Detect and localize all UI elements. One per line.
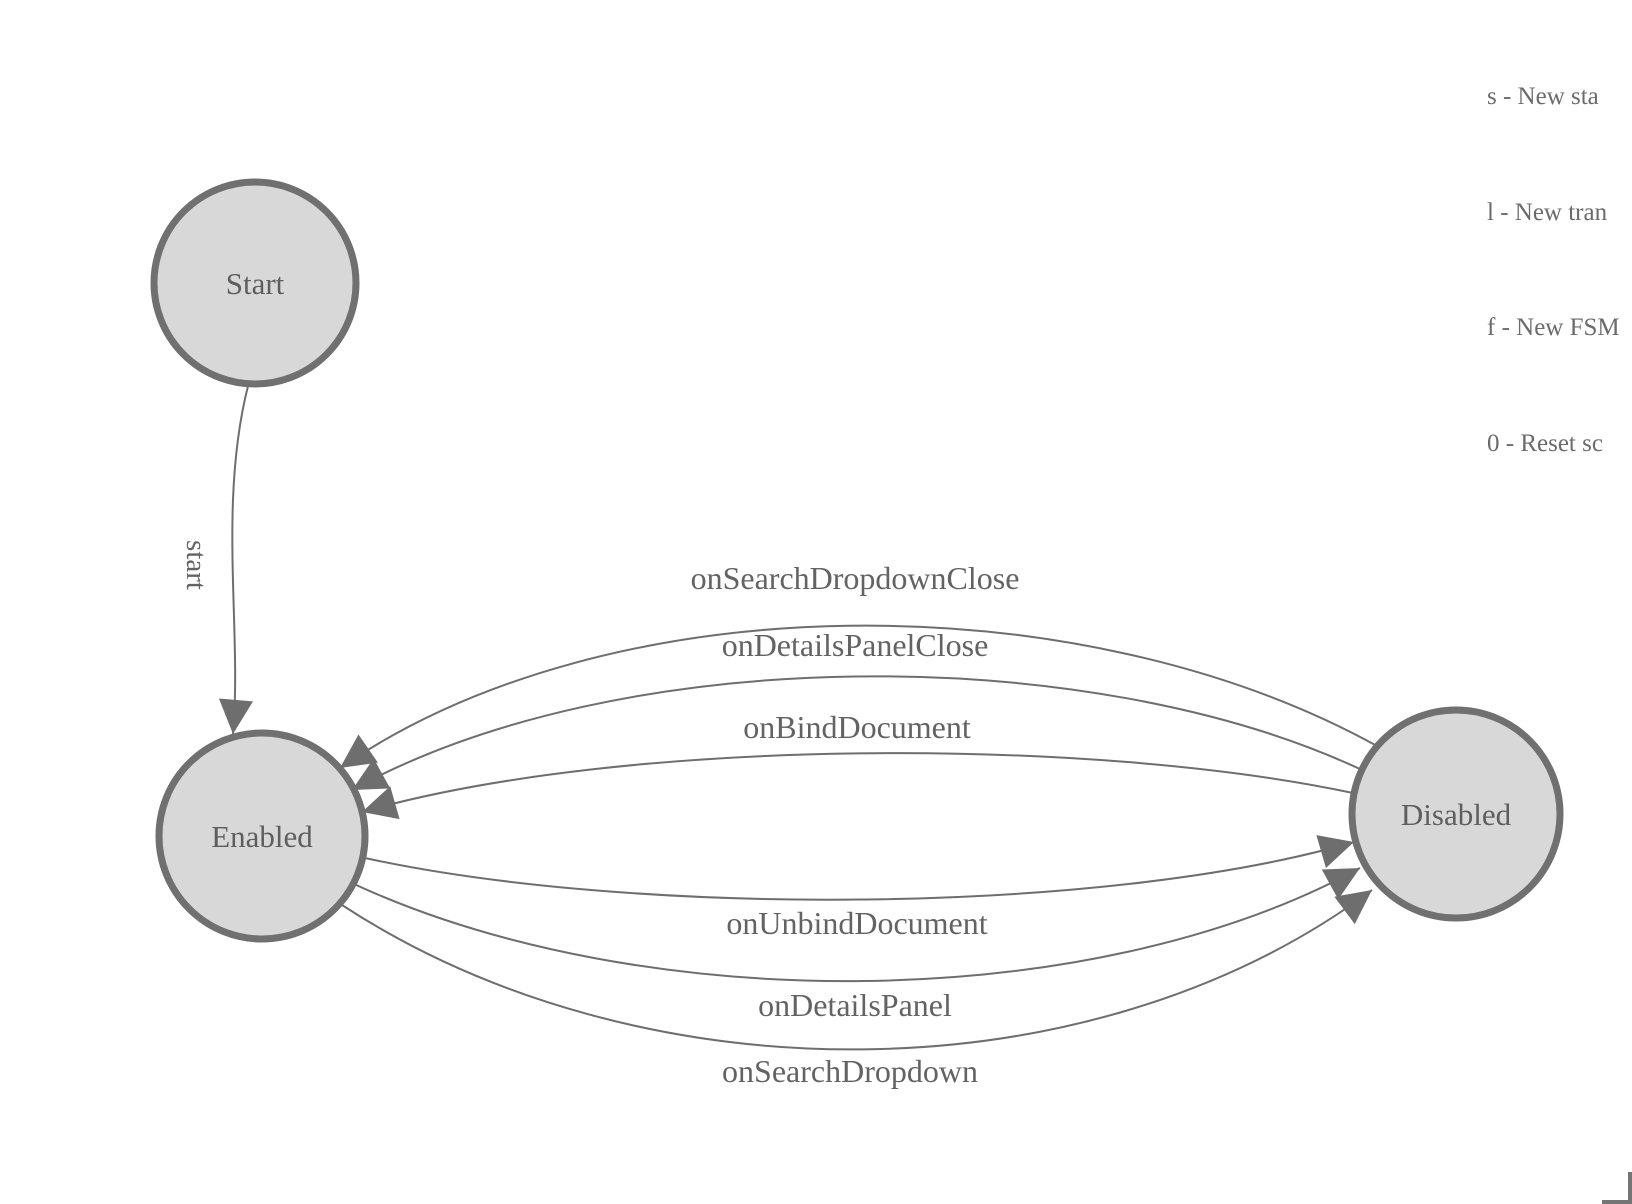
state-node-enabled[interactable] — [155, 729, 369, 943]
transition-onBindDocument[interactable] — [361, 752, 1354, 820]
state-node-start[interactable] — [150, 178, 360, 388]
legend-line-new-fsm: f - New FSM — [1487, 314, 1620, 341]
transition-label-start: start — [180, 540, 212, 590]
transition-onDetailsPanelClose[interactable] — [351, 675, 1363, 791]
offscreen-element-corner-horizontal — [1602, 1200, 1632, 1204]
legend-line-reset-scale: 0 - Reset sc — [1487, 429, 1603, 457]
transition-onDetailsPanel[interactable] — [353, 867, 1361, 983]
legend-line-new-transition: l - New tran — [1487, 198, 1608, 226]
transition-label-onUnbindDocument: onUnbindDocument — [726, 905, 987, 941]
transition-label-onBindDocument: onBindDocument — [743, 709, 971, 745]
legend-line-new-state: s - New sta — [1487, 83, 1599, 110]
transition-label-onSearchDropdown: onSearchDropdown — [722, 1053, 978, 1089]
state-label-disabled: Disabled — [1401, 797, 1512, 832]
offscreen-element-corner-vertical — [1628, 1172, 1632, 1204]
state-label-start: Start — [226, 266, 285, 301]
transition-onSearchDropdown[interactable] — [341, 889, 1373, 1051]
shortcut-legend: s - New sta l - New tran f - New FSM 0 -… — [1487, 1, 1620, 540]
state-label-enabled: Enabled — [211, 819, 313, 854]
state-node-disabled[interactable] — [1348, 706, 1564, 922]
transition-onSearchDropdownClose[interactable] — [339, 624, 1378, 769]
transition-label-onDetailsPanel: onDetailsPanel — [758, 987, 952, 1023]
transition-label-onDetailsPanelClose: onDetailsPanelClose — [722, 627, 989, 663]
transition-label-onSearchDropdownClose: onSearchDropdownClose — [691, 560, 1020, 596]
transition-start-to-enabled[interactable] — [218, 385, 253, 735]
transition-onUnbindDocument[interactable] — [364, 835, 1355, 901]
